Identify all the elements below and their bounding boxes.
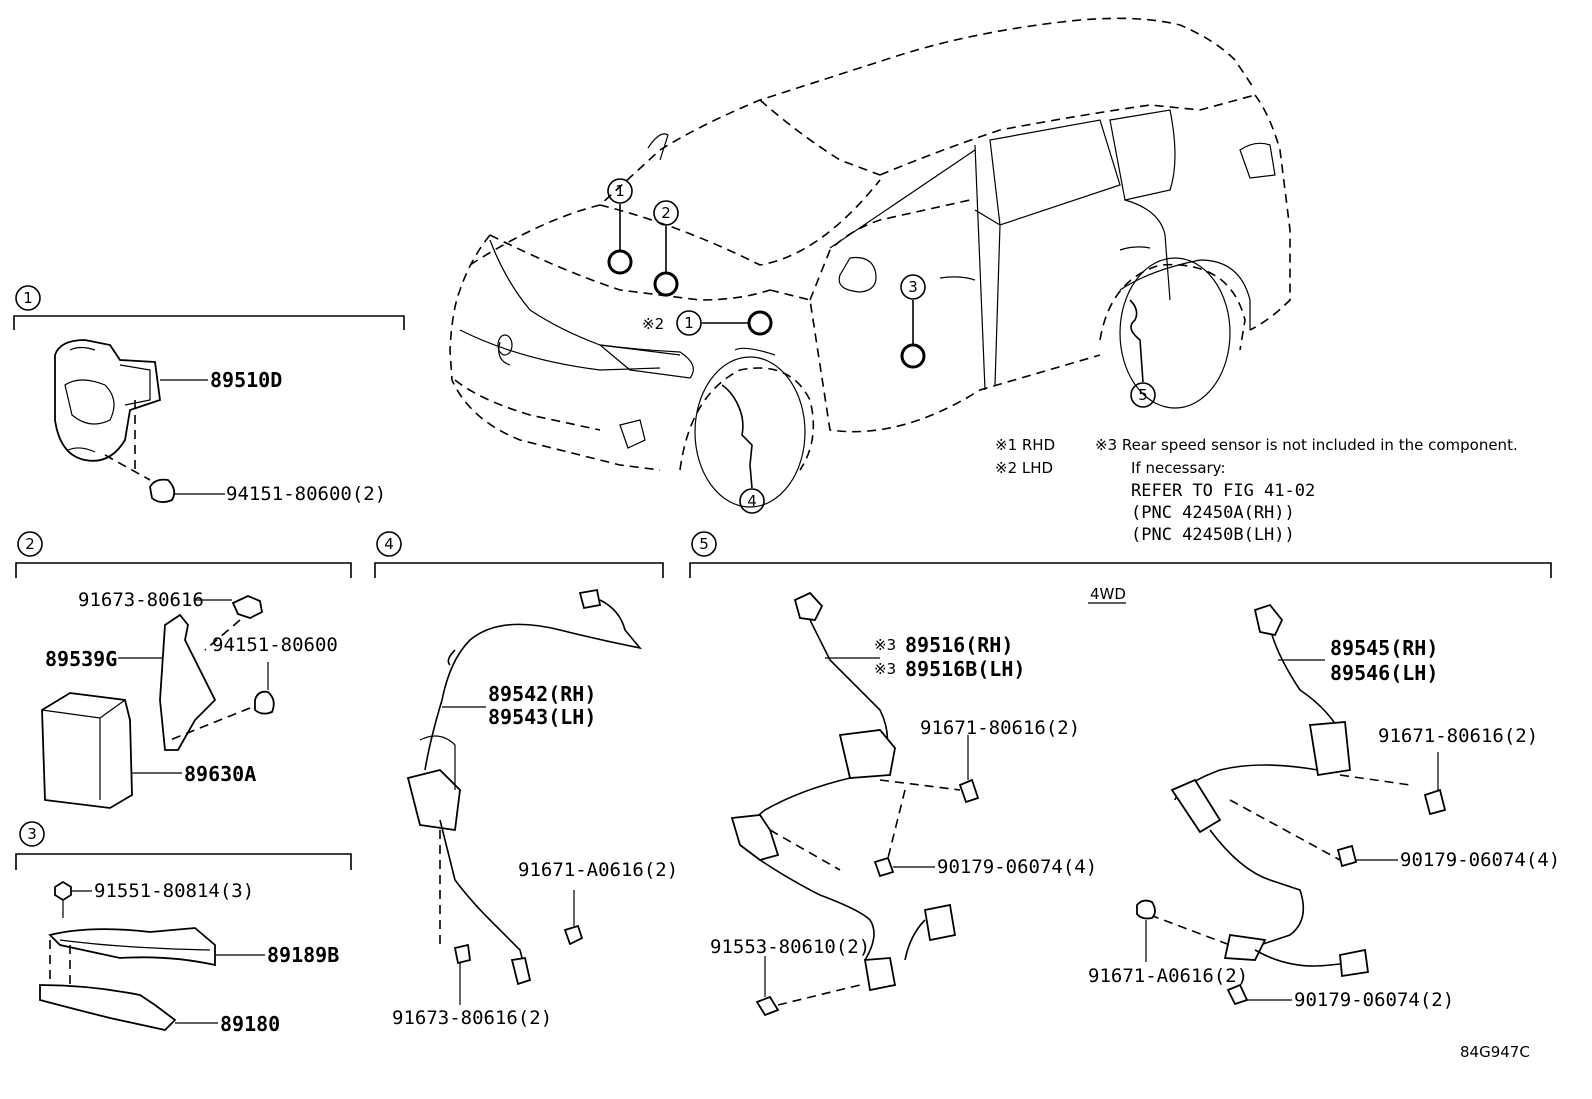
pn-94151-80600-2: 94151-80600(2) (226, 483, 386, 505)
vehicle-outline (449, 17, 1291, 508)
lhd-mark: ※2 (642, 315, 664, 333)
pn-89516-RH: 89516(RH) (905, 633, 1013, 657)
note-if-necessary: If necessary: (1131, 459, 1226, 477)
note-rear-sensor: ※3 Rear speed sensor is not included in … (1095, 436, 1518, 454)
pn-89180: 89180 (220, 1012, 280, 1036)
notes-block: ※1 RHD ※2 LHD ※3 Rear speed sensor is no… (995, 436, 1518, 545)
pn-90179-06074-4-b: 90179-06074(4) (1400, 849, 1560, 871)
pn-89542-RH: 89542(RH) (488, 682, 596, 706)
pn-89510D: 89510D (210, 368, 282, 392)
callout-1-lhd: 1 (684, 314, 694, 332)
callout-circles-vehicle: 1 2 1 ※2 3 4 5 (607, 178, 1156, 514)
note-lhd: ※2 LHD (995, 459, 1053, 477)
mark-a1: ※3 (874, 636, 896, 654)
pn-91671-A0616-2-b: 91671-A0616(2) (1088, 965, 1248, 987)
label-4wd: 4WD (1090, 585, 1126, 603)
group-1-callout: 1 (23, 289, 33, 307)
pn-90179-06074-4-a: 90179-06074(4) (937, 856, 1097, 878)
pn-89546-LH: 89546(LH) (1330, 661, 1438, 685)
pn-91671-A0616-2: 91671-A0616(2) (518, 859, 678, 881)
callout-5: 5 (1138, 386, 1148, 404)
pn-89539G: 89539G (45, 647, 117, 671)
pn-89545-RH: 89545(RH) (1330, 636, 1438, 660)
pn-94151-80600: 94151-80600 (212, 634, 338, 656)
group-3: 3 91551-80814(3) 89189B 89180 (15, 821, 352, 1036)
group-2-callout: 2 (25, 535, 35, 553)
pn-89516B-LH: 89516B(LH) (905, 657, 1025, 681)
callout-2: 2 (661, 204, 671, 222)
mark-a2: ※3 (874, 660, 896, 678)
group-5: 5 4WD 91671-80616(2) 90179-06074(4) 9155… (689, 531, 1560, 1017)
group-5-callout: 5 (699, 535, 709, 553)
group-3-callout: 3 (27, 825, 37, 843)
pn-91673-80616: 91673-80616 (78, 589, 204, 611)
group-4-callout: 4 (384, 535, 394, 553)
callout-4: 4 (747, 492, 757, 510)
group-4: 4 91671-A0616(2) 91673-80616(2) 89542(RH… (374, 531, 678, 1029)
figure-id: 84G947C (1460, 1043, 1530, 1061)
note-pnc-rh: (PNC 42450A(RH)) (1131, 503, 1295, 523)
callout-1: 1 (615, 182, 625, 200)
pn-89189B: 89189B (267, 943, 339, 967)
group-2: 2 91673-80616 89539G 94151-80600 89630A (15, 531, 352, 809)
pn-91671-80616-2-b: 91671-80616(2) (1378, 725, 1538, 747)
pn-91671-80616-2-a: 91671-80616(2) (920, 717, 1080, 739)
pn-91551-80814-3: 91551-80814(3) (94, 880, 254, 902)
pn-91673-80616-2: 91673-80616(2) (392, 1007, 552, 1029)
callout-3: 3 (908, 278, 918, 296)
group-1: 1 89510D 94151-80600(2) (13, 285, 405, 505)
pn-91553-80610-2: 91553-80610(2) (710, 936, 870, 958)
note-rhd: ※1 RHD (995, 436, 1055, 454)
pn-90179-06074-2: 90179-06074(2) (1294, 989, 1454, 1011)
pn-89543-LH: 89543(LH) (488, 705, 596, 729)
pn-89630A: 89630A (184, 762, 256, 786)
note-refer: REFER TO FIG 41-02 (1131, 481, 1315, 501)
note-pnc-lh: (PNC 42450B(LH)) (1131, 525, 1295, 545)
